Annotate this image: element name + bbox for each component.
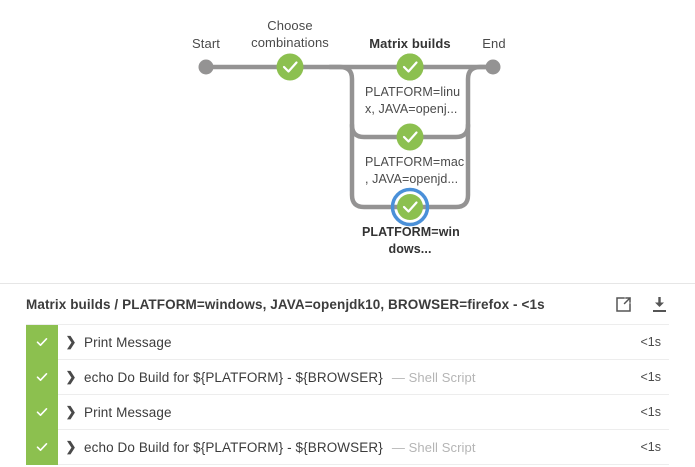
- start-node-dot: [198, 59, 214, 75]
- branch-node-mac[interactable]: [396, 123, 424, 151]
- status-badge: [26, 324, 58, 360]
- table-row[interactable]: ❯ Print Message <1s: [26, 324, 669, 360]
- check-icon: [36, 408, 48, 416]
- expand-chevron-icon[interactable]: ❯: [65, 404, 77, 419]
- step-duration: <1s: [640, 405, 661, 419]
- stage-label-end: End: [482, 36, 506, 51]
- branch-node-linux[interactable]: [396, 53, 424, 81]
- table-row[interactable]: ❯ Print Message <1s: [26, 394, 669, 430]
- step-name: Print Message: [84, 404, 172, 420]
- expand-chevron-icon[interactable]: ❯: [65, 334, 77, 349]
- check-icon: [402, 61, 418, 73]
- selected-ring: [390, 187, 430, 227]
- edge-branch-mac-in: [327, 64, 401, 140]
- step-name: echo Do Build for ${PLATFORM} - ${BROWSE…: [84, 369, 383, 385]
- check-icon: [36, 373, 48, 381]
- table-row[interactable]: ❯ echo Do Build for ${PLATFORM} - ${BROW…: [26, 359, 669, 395]
- expand-chevron-icon[interactable]: ❯: [65, 439, 77, 454]
- branch-label-mac: PLATFORM=mac , JAVA=openjd...: [365, 155, 465, 186]
- branch-node-windows[interactable]: [390, 187, 430, 227]
- log-header: Matrix builds / PLATFORM=windows, JAVA=o…: [0, 283, 695, 319]
- edge-branch-windows-in: [349, 122, 401, 210]
- step-duration: <1s: [640, 335, 661, 349]
- log-title: Matrix builds / PLATFORM=windows, JAVA=o…: [26, 297, 545, 312]
- check-icon: [36, 443, 48, 451]
- stage-label-choose-combinations: Choose combinations: [251, 18, 329, 50]
- edge-branch-mac-out: [419, 64, 493, 140]
- download-logs-button[interactable]: [649, 295, 669, 315]
- step-name: Print Message: [84, 334, 172, 350]
- log-header-actions: [613, 295, 669, 315]
- branch-label-windows: PLATFORM=win dows...: [362, 225, 460, 256]
- status-badge: [26, 359, 58, 395]
- table-row[interactable]: ❯ echo Do Build for ${PLATFORM} - ${BROW…: [26, 429, 669, 465]
- stage-node-choose-combinations[interactable]: [276, 53, 304, 81]
- step-name: echo Do Build for ${PLATFORM} - ${BROWSE…: [84, 439, 383, 455]
- check-icon: [402, 201, 418, 213]
- external-link-icon: [615, 297, 631, 312]
- status-badge: [26, 429, 58, 465]
- branch-label-linux: PLATFORM=linu x, JAVA=openj...: [365, 85, 461, 116]
- edge-branch-windows-out: [419, 122, 471, 210]
- check-icon: [402, 131, 418, 143]
- step-duration: <1s: [640, 370, 661, 384]
- open-in-new-window-button[interactable]: [613, 295, 633, 315]
- download-icon: [652, 297, 666, 312]
- step-type: — Shell Script: [391, 439, 476, 455]
- step-list: ❯ Print Message <1s ❯ echo Do Build for …: [26, 324, 669, 465]
- check-icon: [282, 61, 298, 73]
- end-node-dot: [485, 59, 501, 75]
- check-icon: [36, 338, 48, 346]
- status-badge: [26, 394, 58, 430]
- step-type: — Shell Script: [391, 369, 476, 385]
- stage-label-matrix-builds: Matrix builds: [369, 36, 451, 51]
- step-duration: <1s: [640, 440, 661, 454]
- stage-label-start: Start: [192, 36, 220, 51]
- pipeline-graph: Start Choose combinations Matrix builds …: [192, 18, 506, 256]
- pipeline-graph-canvas: [198, 53, 501, 227]
- expand-chevron-icon[interactable]: ❯: [65, 369, 77, 384]
